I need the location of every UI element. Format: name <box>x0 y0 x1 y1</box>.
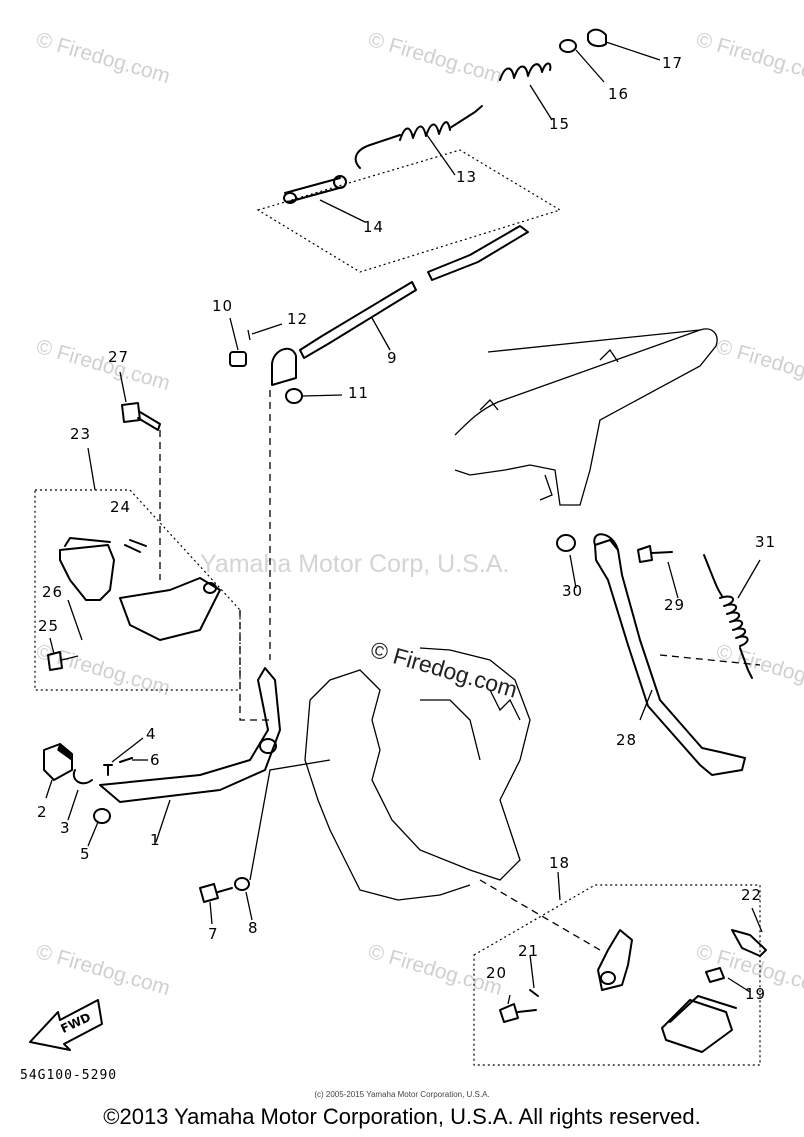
callout-10: 10 <box>212 297 234 315</box>
callout-24: 24 <box>110 498 132 516</box>
callout-2: 2 <box>37 803 48 821</box>
callout-25: 25 <box>38 617 60 635</box>
callout-21: 21 <box>518 942 540 960</box>
callout-20: 20 <box>486 964 508 982</box>
callout-11: 11 <box>348 384 370 402</box>
part-27-bolt <box>119 371 161 580</box>
callout-4: 4 <box>146 725 157 743</box>
callout-26: 26 <box>42 583 64 601</box>
part-7-8-bolt-nut <box>199 759 331 925</box>
footer-copyright: ©2013 Yamaha Motor Corporation, U.S.A. A… <box>103 1104 701 1129</box>
callout-14: 14 <box>363 218 385 236</box>
part-18-footrest-assembly <box>473 871 767 1066</box>
part-23-footrest-assembly <box>34 447 270 721</box>
callout-31: 31 <box>755 533 777 551</box>
callout-18: 18 <box>549 854 571 872</box>
callout-19: 19 <box>745 985 767 1003</box>
callout-9: 9 <box>387 349 398 367</box>
callout-13: 13 <box>456 168 478 186</box>
callout-7: 7 <box>208 925 219 943</box>
callout-8: 8 <box>248 919 259 937</box>
part-29-30-31-stand-hardware <box>556 534 761 679</box>
part-14-shaft <box>256 149 562 273</box>
center-watermark: Yamaha Motor Corp, U.S.A. <box>200 550 510 578</box>
part-28-side-stand <box>593 533 761 776</box>
callout-23: 23 <box>70 425 92 443</box>
callout-3: 3 <box>60 819 71 837</box>
callout-6: 6 <box>150 751 161 769</box>
part-15-spring <box>499 62 553 121</box>
callout-28: 28 <box>616 731 638 749</box>
callout-22: 22 <box>741 886 763 904</box>
callout-1: 1 <box>150 831 161 849</box>
small-copyright: (c) 2005-2015 Yamaha Motor Corporation, … <box>314 1090 490 1099</box>
part-1-kick-arm <box>99 390 281 843</box>
callout-29: 29 <box>664 596 686 614</box>
callout-5: 5 <box>80 845 91 863</box>
callout-30: 30 <box>562 582 584 600</box>
diagram-code: 54G100-5290 <box>20 1068 118 1083</box>
part-9-cable <box>299 225 529 359</box>
part-13-spring <box>354 105 483 176</box>
callout-12: 12 <box>287 310 309 328</box>
part-10-11-12-fasteners <box>229 317 343 404</box>
engine-outline <box>304 647 531 901</box>
callout-16: 16 <box>608 85 630 103</box>
fwd-arrow-icon <box>29 999 103 1051</box>
callout-15: 15 <box>549 115 571 133</box>
callout-17: 17 <box>662 54 684 72</box>
frame-outline <box>454 328 718 506</box>
part-2-to-6-fasteners <box>43 737 148 847</box>
part-16-17-pins <box>559 28 661 83</box>
callout-27: 27 <box>108 348 130 366</box>
